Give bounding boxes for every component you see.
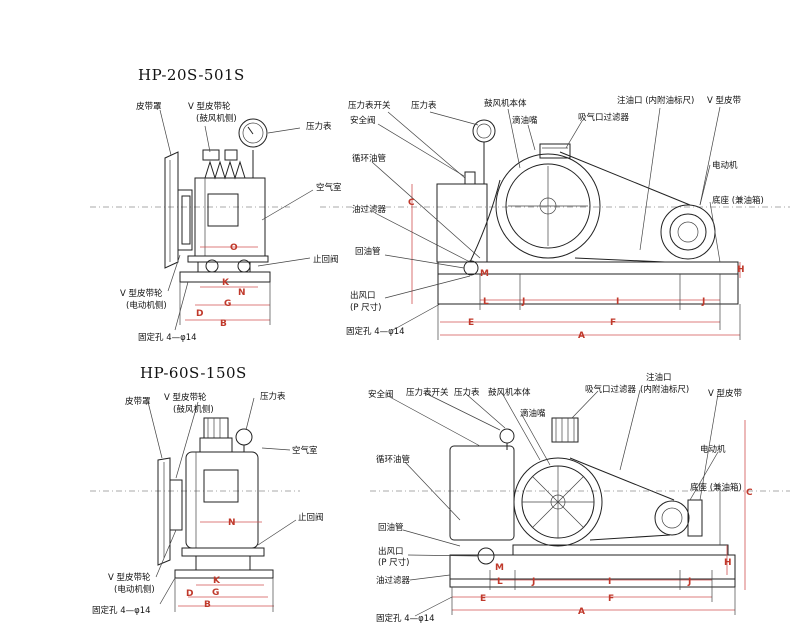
label-circulation-pipe: 循环油管 xyxy=(352,153,386,164)
label-oil-dropper-2: 滴油嘴 xyxy=(520,408,546,419)
dim-J-left-2: J xyxy=(531,577,535,587)
dim-H: H xyxy=(737,265,745,275)
label-return-pipe: 回油管 xyxy=(355,246,381,257)
label-check-valve-2: 止回阀 xyxy=(298,512,324,523)
side-view-1 xyxy=(90,109,314,331)
label-pressure-gauge-2: 压力表 xyxy=(260,391,286,402)
dim-J-right-2: J xyxy=(687,577,691,587)
label-motor-side: (电动机侧) xyxy=(126,300,167,311)
label-blower-side: (鼓风机侧) xyxy=(196,113,237,124)
belt-cover-shape xyxy=(164,151,179,269)
label-gauge-switch: 压力表开关 xyxy=(348,100,391,111)
dim-B: B xyxy=(220,319,227,329)
label-air-chamber: 空气室 xyxy=(316,182,342,193)
label-pressure-gauge-front: 压力表 xyxy=(411,100,437,111)
label-oil-filler-2: 注油口 xyxy=(646,372,672,383)
dim-A: A xyxy=(578,331,585,341)
label-base-tank: 底座 (兼油箱) xyxy=(712,195,764,206)
label-safety-valve-2: 安全阀 xyxy=(368,389,394,400)
dim-N-2: N xyxy=(228,518,236,528)
label-motor: 电动机 xyxy=(712,160,738,171)
dim-I-2: I xyxy=(608,577,611,587)
model-title-2: HP-60S-150S xyxy=(140,364,247,382)
label-oil-dropper: 滴油嘴 xyxy=(512,115,538,126)
label-v-pulley-blower-2: V 型皮带轮 xyxy=(164,392,207,403)
label-oil-gauge-2: (内附油标尺) xyxy=(640,384,689,395)
label-v-pulley-blower: V 型皮带轮 xyxy=(188,101,231,112)
side-view-2-labels: 皮带罩 V 型皮带轮 (鼓风机侧) 压力表 空气室 止回阀 V 型皮带轮 (电动… xyxy=(92,391,324,616)
dim-C-2: C xyxy=(746,488,753,498)
label-motor-side-2: (电动机侧) xyxy=(114,584,155,595)
label-blower-side-2: (鼓风机侧) xyxy=(173,404,214,415)
label-p-size-2: (P 尺寸) xyxy=(378,557,409,568)
label-blower-body: 鼓风机本体 xyxy=(484,98,527,109)
dim-D: D xyxy=(196,309,203,319)
dim-B-2: B xyxy=(204,600,211,610)
dim-C: C xyxy=(408,198,415,208)
label-p-size: (P 尺寸) xyxy=(350,302,381,313)
blower-body-shape xyxy=(495,153,601,259)
dim-N: N xyxy=(238,288,246,298)
dim-D-2: D xyxy=(186,589,193,599)
dim-J-right: J xyxy=(701,297,705,307)
dim-F-2: F xyxy=(608,594,614,604)
label-pressure-gauge-front-2: 压力表 xyxy=(454,387,480,398)
label-v-pulley-motor-2: V 型皮带轮 xyxy=(108,572,151,583)
label-pressure-gauge: 压力表 xyxy=(306,121,332,132)
dim-E: E xyxy=(468,318,474,328)
dim-F: F xyxy=(610,318,616,328)
front-view-1 xyxy=(320,106,790,340)
dim-K-2: K xyxy=(213,576,221,586)
label-v-belt: V 型皮带 xyxy=(707,95,742,106)
label-outlet-2: 出风口 xyxy=(378,546,404,557)
label-fixing-hole-front: 固定孔 4—φ14 xyxy=(346,326,405,337)
label-oil-filler: 注油口 (内附油标尺) xyxy=(617,95,694,106)
model-title-1: HP-20S-501S xyxy=(138,66,245,84)
pressure-gauge-shape xyxy=(238,118,268,148)
label-oil-filter-2: 油过滤器 xyxy=(376,575,411,586)
label-base-tank-2: 底座 (兼油箱) xyxy=(690,482,742,493)
dim-E-2: E xyxy=(480,594,486,604)
label-suction-filter: 吸气口过滤器 xyxy=(578,112,630,123)
label-return-pipe-2: 回油管 xyxy=(378,522,404,533)
dim-J-left: J xyxy=(521,297,525,307)
label-outlet: 出风口 xyxy=(350,290,376,301)
label-circulation-pipe-2: 循环油管 xyxy=(376,454,410,465)
dim-G: G xyxy=(224,299,231,309)
front-view-1-labels: 压力表开关 压力表 安全阀 鼓风机本体 滴油嘴 吸气口过滤器 注油口 (内附油标… xyxy=(346,95,764,341)
dim-H-2: H xyxy=(724,558,732,568)
label-suction-filter-2: 吸气口过滤器 xyxy=(585,384,637,395)
label-belt-cover-2: 皮带罩 xyxy=(125,396,151,407)
label-v-pulley-motor: V 型皮带轮 xyxy=(120,288,163,299)
label-fixing-hole-2: 固定孔 4—φ14 xyxy=(92,605,151,616)
label-fixing-hole: 固定孔 4—φ14 xyxy=(138,332,197,343)
front-view-2-labels: 安全阀 压力表开关 压力表 鼓风机本体 滴油嘴 吸气口过滤器 注油口 (内附油标… xyxy=(368,372,753,624)
label-motor-2: 电动机 xyxy=(700,444,726,455)
dim-L: L xyxy=(483,297,489,307)
dim-M: M xyxy=(480,269,489,279)
dim-I: I xyxy=(616,297,619,307)
dim-G-2: G xyxy=(212,588,219,598)
side-view-2 xyxy=(90,397,300,612)
label-v-belt-2: V 型皮带 xyxy=(708,388,743,399)
dim-A-2: A xyxy=(578,607,585,617)
dim-L-2: L xyxy=(497,577,503,587)
label-safety-valve: 安全阀 xyxy=(350,115,376,126)
dim-O: O xyxy=(230,243,238,253)
label-check-valve: 止回阀 xyxy=(313,254,339,265)
label-air-chamber-2: 空气室 xyxy=(292,445,318,456)
label-gauge-switch-2: 压力表开关 xyxy=(406,387,449,398)
side-view-1-labels: 皮带罩 V 型皮带轮 (鼓风机侧) 压力表 空气室 止回阀 V 型皮带轮 (电动… xyxy=(120,101,342,343)
motor-pulley-shape xyxy=(660,204,716,260)
label-blower-body-2: 鼓风机本体 xyxy=(488,387,531,398)
label-fixing-hole-front-2: 固定孔 4—φ14 xyxy=(376,613,435,624)
label-oil-filter: 油过滤器 xyxy=(352,204,387,215)
label-belt-cover: 皮带罩 xyxy=(136,101,162,112)
front-view-2 xyxy=(370,389,790,617)
dim-K: K xyxy=(222,278,230,288)
dim-M-2: M xyxy=(495,563,504,573)
